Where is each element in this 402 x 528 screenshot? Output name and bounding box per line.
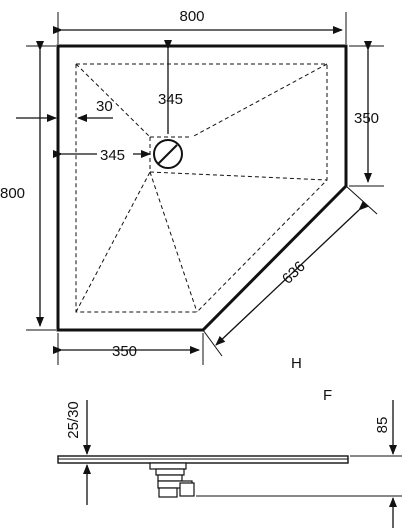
dim-height-left: 800 [0, 41, 56, 331]
dim-tray-thickness-label: 25/30 [65, 401, 82, 439]
dim-diagonal: 636 [202, 185, 378, 357]
label-h: H [291, 355, 302, 372]
dim-drain-left: 345 [53, 147, 151, 164]
dim-drain-top: 345 [158, 40, 183, 134]
tray-inner-dashed-border [75, 63, 328, 313]
dim-height-left-label: 800 [0, 185, 25, 202]
dim-side-bottom: 350 [53, 333, 204, 365]
dim-width-top-label: 800 [179, 8, 204, 25]
slope-lines [75, 63, 328, 313]
dim-total-height-label: 85 [374, 417, 391, 434]
dim-edge-offset-label: 30 [96, 98, 113, 115]
dim-width-top: 800 [53, 8, 347, 44]
dim-tray-thickness: 25/30 [65, 400, 100, 505]
dim-side-right: 350 [349, 41, 384, 187]
dim-side-right-label: 350 [354, 110, 379, 127]
section-view: 25/30 85 [57, 400, 402, 528]
label-f: F [323, 387, 332, 404]
dim-drain-left-label: 345 [100, 147, 125, 164]
dim-side-bottom-label: 350 [112, 343, 137, 360]
dim-total-height: 85 [196, 400, 402, 528]
drain-icon [153, 139, 183, 169]
plan-view: 800 800 350 636 350 [0, 8, 384, 404]
dim-edge-offset: 30 [16, 98, 113, 122]
dim-drain-top-label: 345 [158, 91, 183, 108]
siphon-icon [149, 462, 195, 498]
